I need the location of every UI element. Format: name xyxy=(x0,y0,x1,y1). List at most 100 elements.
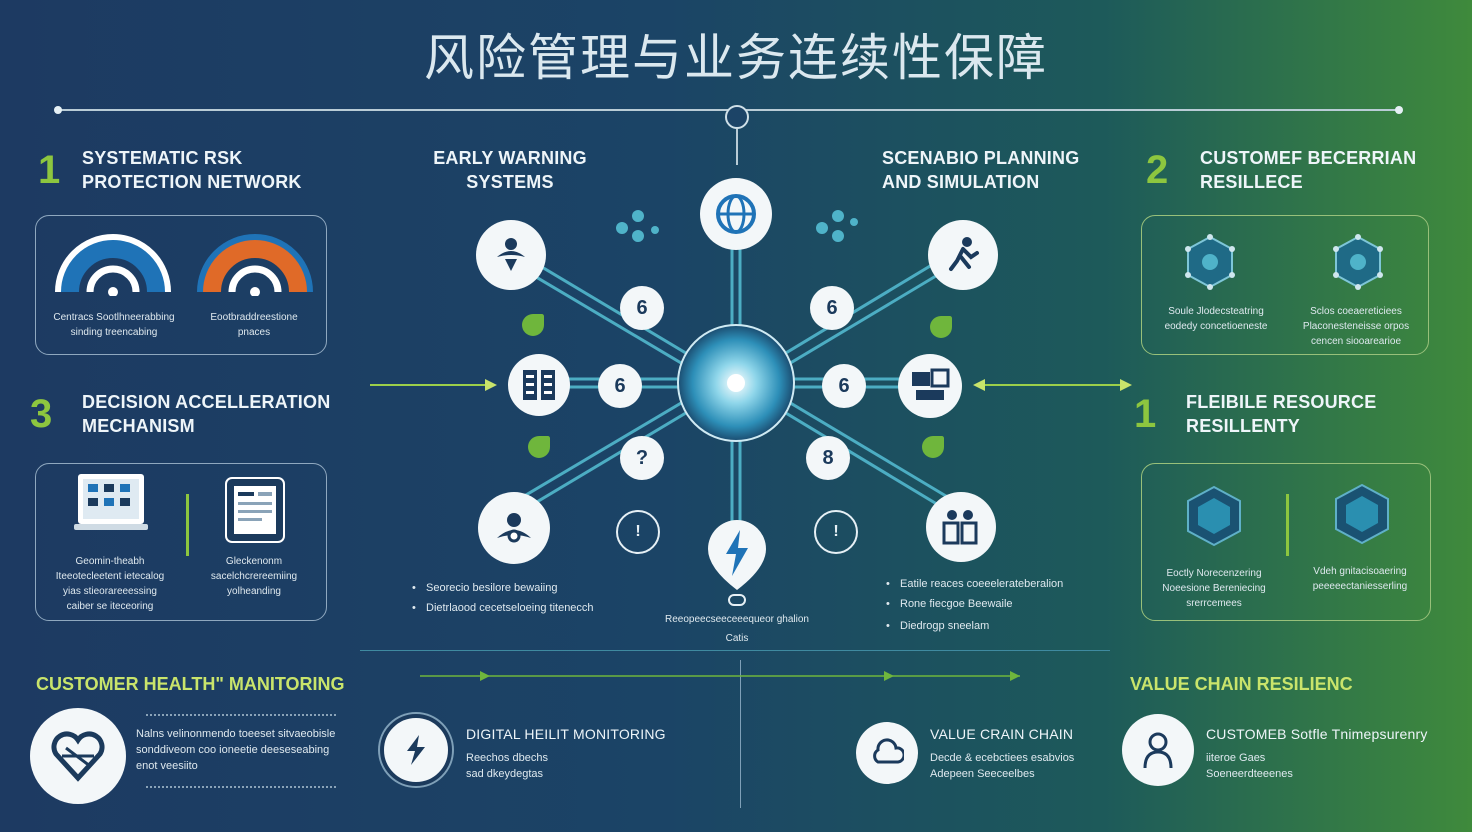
team-icon-node xyxy=(926,492,996,562)
hexagon-network-icon xyxy=(1333,234,1383,290)
section-2-heading: CUSTOMEF BECERRIAN RESILLECE xyxy=(1200,146,1416,194)
item-text: yolheanding xyxy=(227,586,281,597)
item-text: Sclos coeaereticiees xyxy=(1310,306,1402,317)
item-text: eodedy concetioeneste xyxy=(1164,321,1268,332)
handshake-icon xyxy=(497,513,531,543)
caption-line: Reeopeecseeceeequeor ghalion xyxy=(664,614,809,625)
section-4-heading-line2: RESILLENTY xyxy=(1186,416,1301,436)
divider-end-dot xyxy=(1395,106,1403,114)
cube-shield-icon xyxy=(1335,483,1389,545)
dotted-rule xyxy=(146,714,336,716)
item-line: Decde & ecebctiees esabvios xyxy=(930,752,1075,764)
customer-health-text: Nalns velinonmendo toeeset sitvaeobisle … xyxy=(136,726,335,774)
item-text: cencen siooarearioe xyxy=(1310,336,1402,347)
section-1-number: 1 xyxy=(38,148,61,192)
bullet-item: Seorecio besilore bewaiing xyxy=(412,580,594,596)
runner-icon-node xyxy=(928,220,998,290)
customer-item: CUSTOMEB Sotfle Tnimepsurenry iiteroe Ga… xyxy=(1206,722,1428,782)
digital-health-item: DIGITAL HEILIT MONITORING Reechos dbechs… xyxy=(466,722,666,782)
heart-network-icon xyxy=(51,731,105,782)
lightning-pin-icon xyxy=(706,518,768,592)
item-line: Adepeen Seeceelbes xyxy=(930,768,1035,780)
section-3-number: 3 xyxy=(30,392,53,436)
scenario-bullets: Eatile reaces coeeelerateberalion Rone f… xyxy=(886,576,1063,638)
item-text: pnaces xyxy=(237,327,271,338)
tablet-report-icon xyxy=(225,477,285,543)
leaf-icon xyxy=(930,316,952,338)
item-text: Gleckenonm xyxy=(225,556,283,567)
label-line: AND SIMULATION xyxy=(882,172,1040,192)
bottom-divider xyxy=(360,650,1110,651)
item-text: sinding treencabing xyxy=(70,327,158,338)
document-list-icon xyxy=(523,370,555,400)
team-board-icon xyxy=(942,510,978,545)
label-line: EARLY WARNING xyxy=(433,148,587,168)
globe-icon xyxy=(716,194,756,234)
section-1-heading-line1: SYSTEMATIC RSK xyxy=(82,148,243,168)
bottom-vertical-divider xyxy=(740,660,741,808)
hexagon-network-icon xyxy=(1185,234,1235,290)
item-text: yias stieorareeessing xyxy=(63,586,157,597)
item-text: Soule Jlodecsteatring xyxy=(1168,306,1264,317)
value-chain-item: VALUE CRAIN CHAIN Decde & ecebctiees esa… xyxy=(930,722,1074,782)
divider-hub-icon xyxy=(725,105,749,129)
label-line: SCENABIO PLANNING xyxy=(882,148,1080,168)
bullet-item: Rone fiecgoe Beewaile xyxy=(886,596,1063,612)
lightning-icon xyxy=(708,520,766,590)
early-warning-bullets: Seorecio besilore bewaiing Dietrlaood ce… xyxy=(412,580,594,620)
section-2-item-1: Soule Jlodecsteatring eodedy concetioene… xyxy=(1146,304,1286,334)
item-text: caiber se iteceoring xyxy=(66,601,154,612)
lightning-icon xyxy=(407,735,425,765)
section-3-item-2: Gleckenonm sacelchcrereemiing yolheandin… xyxy=(184,554,324,599)
section-2-panel: Soule Jlodecsteatring eodedy concetioene… xyxy=(1141,215,1429,355)
orange-gauge-icon xyxy=(197,234,313,296)
item-text: Centracs Sootlhneerabbing xyxy=(53,312,175,323)
scenario-planning-label: SCENABIO PLANNING AND SIMULATION xyxy=(882,146,1079,194)
early-warning-label: EARLY WARNING SYSTEMS xyxy=(430,146,590,194)
section-2-heading-line1: CUSTOMEF BECERRIAN xyxy=(1200,148,1417,168)
item-title: DIGITAL HEILIT MONITORING xyxy=(466,726,666,742)
section-1-item-2: Eootbraddreestione pnaces xyxy=(184,310,324,340)
section-3-heading: DECISION ACCELLERATION MECHANISM xyxy=(82,390,330,438)
section-4-item-1: Eoctly Norecenzering Noeesione Berenieci… xyxy=(1144,566,1284,611)
bullet-item: Diedrogp sneelam xyxy=(886,618,1063,634)
text-line: Nalns velinonmendo toeeset sitvaeobisle xyxy=(136,728,336,740)
section-3-heading-line1: DECISION ACCELLERATION xyxy=(82,392,331,412)
dotted-rule xyxy=(146,786,336,788)
inner-node: 8 xyxy=(806,436,850,480)
item-line: sad dkeydegtas xyxy=(466,768,544,780)
hub-connector xyxy=(736,129,738,165)
item-text: Eoctly Norecenzering xyxy=(1166,568,1262,579)
inner-node: 6 xyxy=(822,364,866,408)
bullet-item: Eatile reaces coeeelerateberalion xyxy=(886,576,1063,592)
person-icon-node xyxy=(476,220,546,290)
person-network-icon xyxy=(497,238,525,271)
section-2-number: 2 xyxy=(1146,148,1169,192)
inner-node: 6 xyxy=(598,364,642,408)
bullet-item: Dietrlaood cecetseloeing titenecch xyxy=(412,600,594,616)
link-icon xyxy=(728,594,746,606)
leaf-icon xyxy=(922,436,944,458)
digital-health-icon-node xyxy=(380,714,452,786)
inner-node: 6 xyxy=(620,286,664,330)
section-2-heading-line2: RESILLECE xyxy=(1200,172,1303,192)
bottom-arrows xyxy=(420,671,1020,681)
section-3-panel: Geomin-theabh Iteeotecleetent ietecalog … xyxy=(35,463,327,621)
value-chain-heading: VALUE CHAIN RESILIENC xyxy=(1130,674,1353,694)
cloud-icon xyxy=(873,738,904,764)
label-line: SYSTEMS xyxy=(466,172,554,192)
leaf-icon xyxy=(522,314,544,336)
runner-icon xyxy=(949,237,979,271)
inner-node: ? xyxy=(620,436,664,480)
panel-divider xyxy=(186,494,189,556)
presentation-icon xyxy=(912,368,950,400)
handshake-icon-node xyxy=(478,492,550,564)
item-text: Geomin-theabh xyxy=(75,556,145,567)
item-line: Soeneerdteeenes xyxy=(1206,768,1293,780)
section-1-heading-line2: PROTECTION NETWORK xyxy=(82,172,302,192)
item-text: Iteeotecleetent ietecalog xyxy=(55,571,165,582)
leaf-icon xyxy=(528,436,550,458)
laptop-dashboard-icon xyxy=(74,474,148,530)
heart-icon-node xyxy=(30,708,126,804)
panel-divider xyxy=(1286,494,1289,556)
